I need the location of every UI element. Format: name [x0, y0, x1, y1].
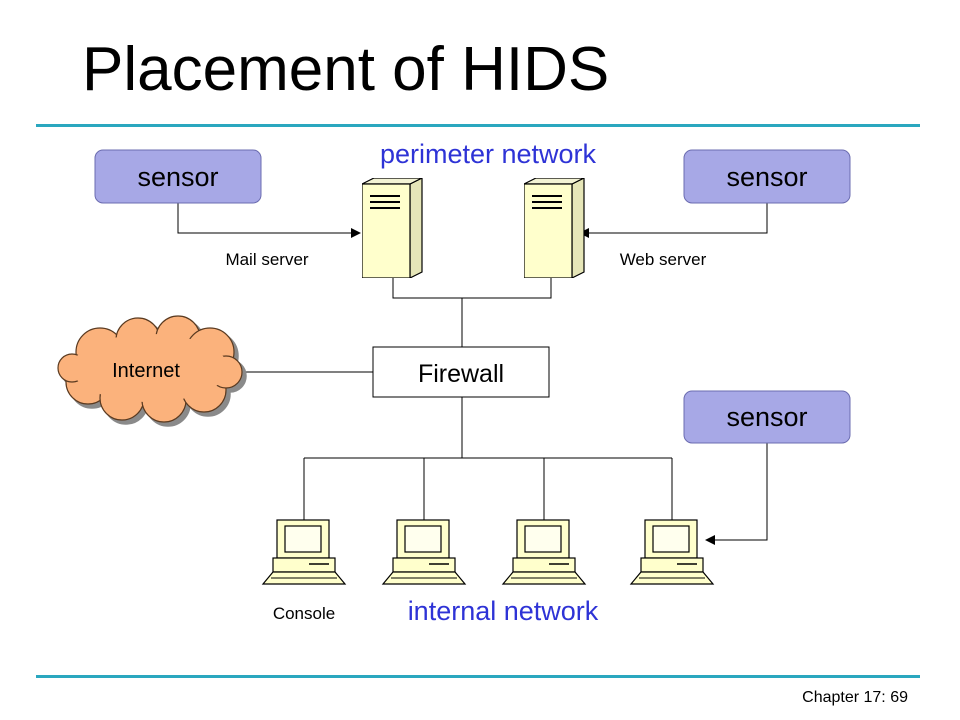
console-computer-icon	[262, 519, 346, 585]
firewall-box: Firewall	[372, 346, 550, 398]
web-server-icon	[524, 178, 585, 278]
connector-lines	[177, 203, 768, 545]
cloud-icon: Internet	[57, 315, 247, 427]
mail-server-icon	[362, 178, 423, 278]
console-label: Console	[273, 604, 335, 623]
sensor-box-top-right: sensor	[683, 149, 851, 204]
firewall-label: Firewall	[418, 360, 504, 388]
top-divider	[36, 124, 920, 127]
bottom-divider	[36, 675, 920, 678]
sensor-label: sensor	[726, 402, 807, 432]
sensor-box-internal: sensor	[683, 390, 851, 444]
web-server-label: Web server	[620, 250, 707, 269]
internal-network-label: internal network	[408, 596, 599, 626]
computer-icon	[630, 519, 714, 585]
computer-icon	[502, 519, 586, 585]
sensor-box-top-left: sensor	[94, 149, 262, 204]
slide-title: Placement of HIDS	[82, 35, 610, 104]
computer-icon	[382, 519, 466, 585]
sensor-label: sensor	[726, 162, 807, 192]
sensor-label: sensor	[137, 162, 218, 192]
slide-footer: Chapter 17: 69	[802, 689, 908, 706]
mail-server-label: Mail server	[225, 250, 308, 269]
internet-label: Internet	[112, 360, 180, 382]
perimeter-network-label: perimeter network	[380, 139, 597, 169]
